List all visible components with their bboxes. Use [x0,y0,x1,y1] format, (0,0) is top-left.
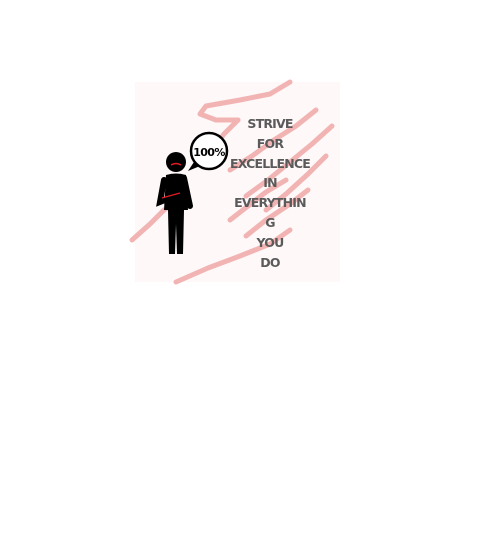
speech-bubble-icon: 100% [188,131,229,171]
motto-line: G [265,214,275,230]
poster-artwork: 100% STRIVE FOR EXCELLENCE IN EVERYTHIN … [120,70,350,295]
motto-line: STRIVE [247,116,293,131]
badge-text: 100% [193,146,225,159]
motto-line: DO [260,254,280,270]
motto-line: IN [263,175,277,191]
motto-line: EXCELLENCE [229,155,311,171]
motto-text: STRIVE FOR EXCELLENCE IN EVERYTHIN G YOU… [228,114,312,272]
person-icon: 100% [156,131,229,254]
motto-line: FOR [256,135,284,151]
motto-line: EVERYTHIN [234,195,306,211]
motto-line: YOU [256,234,285,250]
